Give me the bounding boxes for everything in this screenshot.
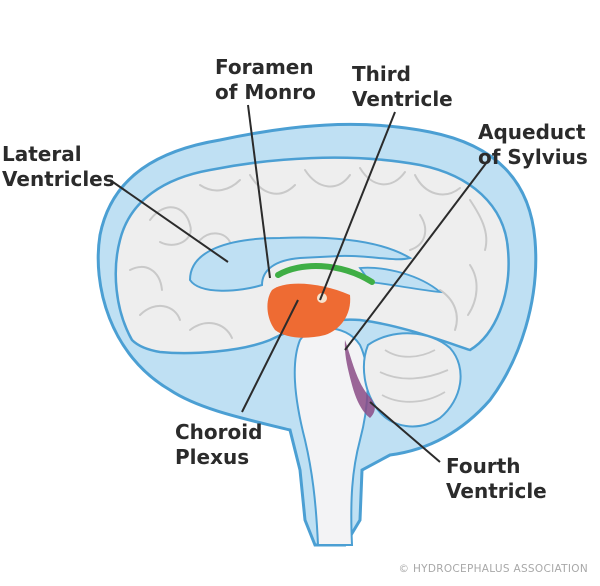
cerebellum-folia	[379, 349, 449, 403]
leader-aqueduct	[344, 161, 488, 351]
leader-choroid	[241, 299, 299, 413]
label-choroid-plexus: Choroid Plexus	[175, 420, 263, 469]
third-ventricle-opening	[317, 293, 327, 303]
lateral-ventricle	[188, 236, 413, 292]
label-foramen-of-monro: Foramen of Monro	[215, 55, 316, 104]
leader-lines	[109, 104, 488, 463]
copyright-credit: © HYDROCEPHALUS ASSOCIATION	[398, 563, 588, 575]
cerebellum	[362, 332, 462, 428]
label-fourth-ventricle: Fourth Ventricle	[446, 454, 547, 503]
leader-third	[319, 111, 396, 301]
lateral-ventricle-horn	[358, 266, 443, 294]
fourth-ventricle	[344, 340, 375, 418]
brain-gyri	[129, 167, 488, 339]
label-aqueduct-of-sylvius: Aqueduct of Sylvius	[478, 120, 588, 169]
leader-foramen	[247, 104, 271, 279]
leader-fourth	[369, 401, 441, 463]
third-ventricle-choroid-band	[275, 262, 375, 285]
brainstem	[293, 327, 369, 546]
label-third-ventricle: Third Ventricle	[352, 62, 453, 111]
label-lateral-ventricles: Lateral Ventricles	[2, 142, 115, 191]
choroid-plexus-region	[267, 283, 351, 338]
leader-lateral	[109, 179, 229, 263]
